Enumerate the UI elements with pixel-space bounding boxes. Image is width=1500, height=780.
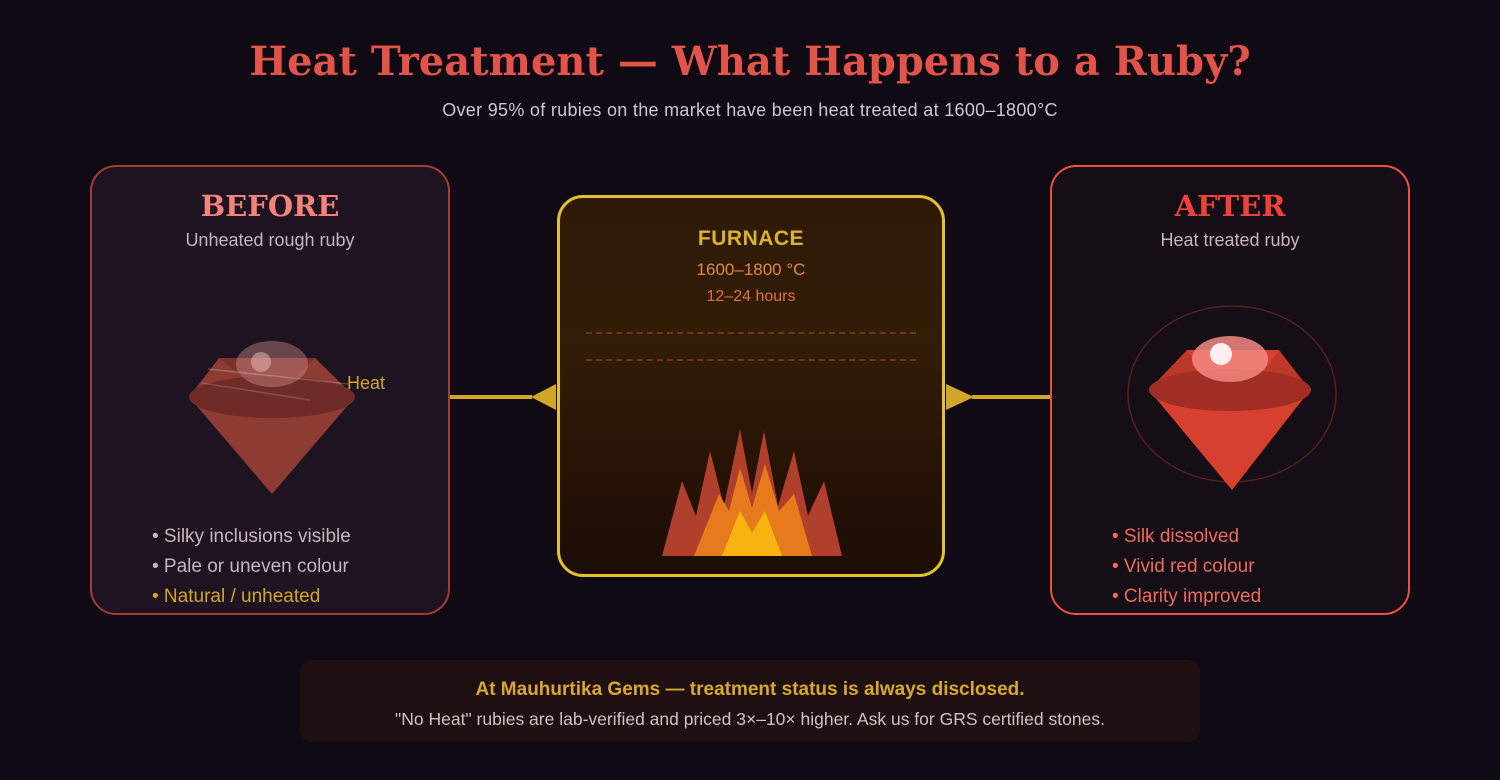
sparkle-spot: [1210, 343, 1232, 365]
flame-core-layer: [722, 511, 782, 556]
before-panel-subtitle: Unheated rough ruby: [185, 230, 355, 250]
furnace-dashed-line: [586, 359, 916, 361]
disclosure-text: "No Heat" rubies are lab-verified and pr…: [395, 709, 1105, 729]
flame-icon: [662, 429, 842, 556]
disclosure-title: At Mauhurtika Gems — treatment status is…: [475, 679, 1025, 700]
furnace-dashed-line: [586, 332, 916, 334]
heat-flow-label: Heat: [347, 373, 386, 393]
arrowhead-left-icon: [531, 384, 556, 410]
page-title: Heat Treatment — What Happens to a Ruby?: [249, 38, 1251, 85]
page-subtitle: Over 95% of rubies on the market have be…: [442, 100, 1058, 120]
heated-ruby-icon: [1127, 305, 1337, 490]
after-bullet-1: • Silk dissolved: [1112, 526, 1240, 547]
before-bullet-1: • Silky inclusions visible: [152, 526, 351, 547]
inclusion-cloud: [236, 341, 308, 387]
after-panel: AFTER Heat treated ruby • Silk dissolved…: [1050, 165, 1410, 615]
arrowhead-right-icon: [946, 384, 974, 410]
flame-middle-layer: [694, 464, 812, 556]
after-bullet-3: • Clarity improved: [1112, 586, 1262, 607]
before-bullet-3: • Natural / unheated: [152, 586, 321, 607]
inclusion-spot: [251, 352, 271, 372]
before-panel: BEFORE Unheated rough ruby • Silky inclu…: [90, 165, 450, 615]
before-bullet-list: • Silky inclusions visible • Pale or une…: [152, 522, 351, 612]
silk-inclusion-line: [201, 382, 311, 401]
furnace-panel: FURNACE 1600–1800 °C 12–24 hours: [557, 195, 945, 577]
silk-inclusion-line: [207, 368, 349, 385]
after-bullet-2: • Vivid red colour: [1112, 556, 1255, 577]
after-bullet-list: • Silk dissolved • Vivid red colour • Cl…: [1112, 522, 1261, 612]
flow-line-before-to-furnace: [450, 395, 532, 399]
furnace-title: FURNACE: [697, 227, 805, 250]
girdle-shadow: [189, 376, 355, 418]
flow-line-furnace-to-after: [972, 395, 1050, 399]
before-bullet-2: • Pale or uneven colour: [152, 556, 349, 577]
unheated-ruby-icon: [189, 341, 355, 494]
after-panel-subtitle: Heat treated ruby: [1160, 230, 1300, 250]
girdle-shadow: [1149, 369, 1311, 411]
disclosure-note: At Mauhurtika Gems — treatment status is…: [300, 660, 1200, 742]
before-panel-title: BEFORE: [200, 189, 340, 223]
furnace-duration: 12–24 hours: [706, 288, 796, 305]
after-panel-title: AFTER: [1174, 189, 1286, 223]
furnace-temperature: 1600–1800 °C: [696, 260, 806, 279]
